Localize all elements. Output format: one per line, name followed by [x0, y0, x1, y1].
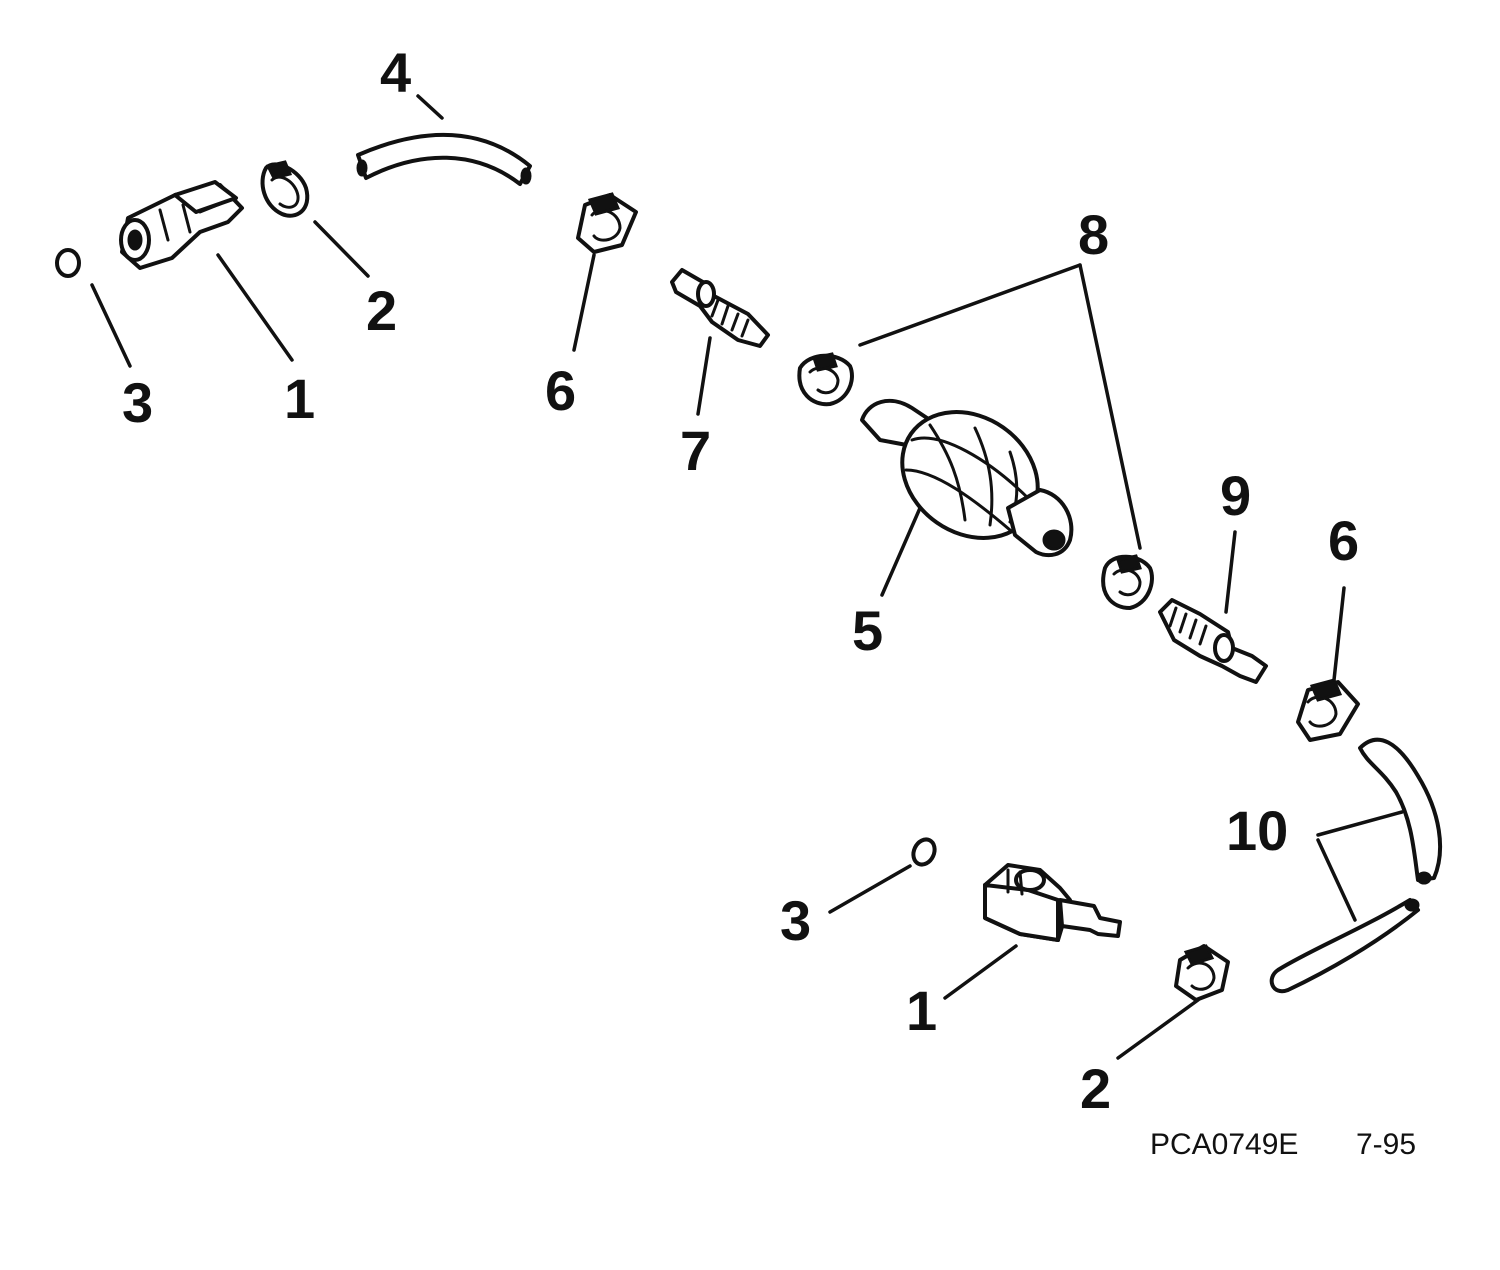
leader-7 — [696, 336, 712, 416]
callout-3-lower: 3 — [780, 889, 811, 952]
callout-2-lower: 2 — [1080, 1057, 1111, 1120]
callout-3-upper: 3 — [122, 371, 153, 434]
clamp-8-lower — [1101, 554, 1154, 610]
leader-5 — [880, 506, 922, 597]
hose-end-hole — [520, 167, 532, 185]
clamp-6-upper — [576, 192, 638, 254]
clamp-lower — [1174, 944, 1230, 1002]
leader-1-upper — [216, 253, 294, 362]
callout-8: 8 — [1078, 203, 1109, 266]
hose-end-hole — [1416, 871, 1432, 885]
o-ring-upper — [55, 248, 81, 278]
leader-6-lower — [1332, 586, 1346, 682]
hose-lower-lower — [1269, 898, 1420, 994]
callout-4: 4 — [380, 41, 411, 104]
leader-8-b — [1078, 263, 1142, 550]
o-ring-lower — [911, 837, 937, 867]
leader-10-b — [1316, 838, 1357, 922]
leader-10-a — [1316, 810, 1404, 837]
hose-end-hole — [1404, 898, 1420, 912]
leader-8-a — [858, 263, 1082, 347]
callout-6-lower: 6 — [1328, 509, 1359, 572]
hose-lower-upper — [1358, 737, 1443, 882]
leader-1-lower — [943, 944, 1018, 1000]
callout-2-upper: 2 — [366, 279, 397, 342]
callout-5: 5 — [852, 599, 883, 662]
hose-end-hole — [356, 159, 368, 177]
connector-lower — [983, 863, 1122, 942]
fitting-upper — [670, 268, 770, 348]
leader-4 — [416, 94, 444, 120]
callout-9: 9 — [1220, 464, 1251, 527]
leader-3-upper — [90, 283, 132, 368]
fitting-lower — [1158, 598, 1268, 684]
leader-2-lower — [1116, 998, 1200, 1060]
leader-2-upper — [313, 220, 370, 278]
leader-9 — [1224, 530, 1237, 614]
figure-code: PCA0749E — [1150, 1128, 1298, 1161]
hose-upper — [356, 133, 532, 186]
clamp-upper — [260, 160, 310, 218]
clamp-8-upper — [797, 352, 854, 407]
figure-date: 7-95 — [1356, 1128, 1416, 1161]
callout-10: 10 — [1226, 799, 1288, 862]
leader-6-upper — [572, 253, 596, 352]
callout-7: 7 — [680, 419, 711, 482]
callout-1-upper: 1 — [284, 367, 315, 430]
clamp-6-lower — [1296, 678, 1360, 742]
leader-3-lower — [828, 864, 912, 914]
callout-6-upper: 6 — [545, 359, 576, 422]
connector-upper — [119, 180, 244, 270]
primer-bulb — [860, 398, 1074, 558]
callout-1-lower: 1 — [906, 979, 937, 1042]
